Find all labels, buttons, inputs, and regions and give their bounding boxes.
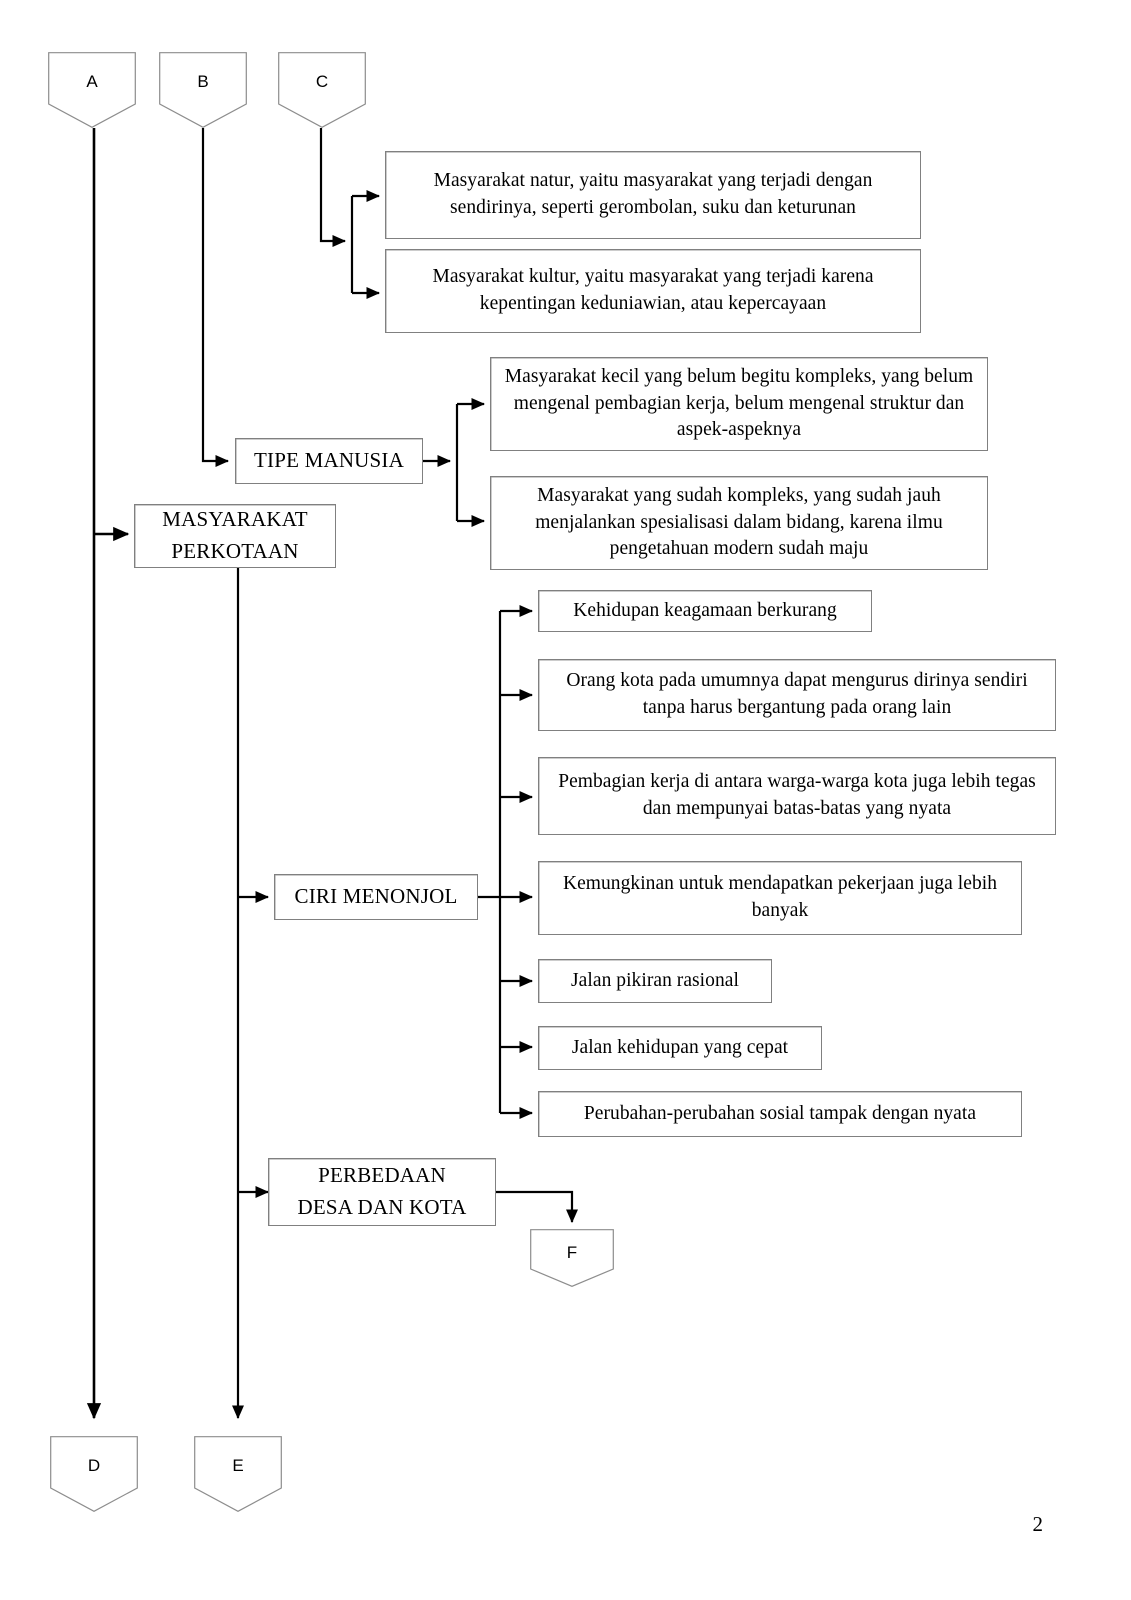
node-perbedaan-desa-dan-kota[interactable]: PERBEDAAN DESA DAN KOTA [268,1158,496,1226]
offpage-connector-e-label: E [232,1456,244,1475]
offpage-connector-b-label: B [197,72,209,91]
node-ciri-menonjol[interactable]: CIRI MENONJOL [274,874,478,920]
offpage-connector-d-label: D [87,1456,101,1475]
tipe-manusia-branch-box-1-label: Masyarakat kecil yang belum begitu kompl… [504,365,974,441]
node-tipe-manusia-label: TIPE MANUSIA [254,448,404,473]
node-masyarakat-perkotaan-label-line2: PERKOTAAN [171,539,299,563]
ciri-branch-box-7-label: Perubahan-perubahan sosial tampak dengan… [583,1102,977,1124]
offpage-connector-a-label: A [86,72,98,91]
ciri-branch-box-1[interactable]: Kehidupan keagamaan berkurang [538,590,872,632]
node-ciri-menonjol-label: CIRI MENONJOL [294,884,458,909]
node-tipe-manusia[interactable]: TIPE MANUSIA [235,438,423,484]
offpage-connector-e[interactable]: E [194,1436,282,1512]
shield-shape-icon [48,52,136,128]
c-branch-box-1[interactable]: Masyarakat natur, yaitu masyarakat yang … [385,151,921,239]
offpage-connector-b[interactable]: B [159,52,247,128]
tipe-manusia-branch-box-2-label: Masyarakat yang sudah kompleks, yang sud… [535,484,943,560]
ciri-branch-box-5-label: Jalan pikiran rasional [571,969,739,991]
ciri-branch-box-3[interactable]: Pembagian kerja di antara warga-warga ko… [538,757,1056,835]
c-branch-box-2-label: Masyarakat kultur, yaitu masyarakat yang… [432,266,874,314]
tipe-manusia-branch-box-1[interactable]: Masyarakat kecil yang belum begitu kompl… [490,357,988,451]
ciri-branch-box-4-label: Kemungkinan untuk mendapatkan pekerjaan … [562,873,998,921]
ciri-branch-box-5[interactable]: Jalan pikiran rasional [538,959,772,1003]
ciri-branch-box-6[interactable]: Jalan kehidupan yang cepat [538,1026,822,1070]
shield-shape-icon [530,1229,614,1287]
ciri-branch-box-3-label: Pembagian kerja di antara warga-warga ko… [558,771,1036,819]
node-masyarakat-perkotaan[interactable]: MASYARAKAT PERKOTAAN [134,504,336,568]
ciri-branch-box-6-label: Jalan kehidupan yang cepat [571,1036,789,1058]
node-perbedaan-label-line1: PERBEDAAN [318,1163,446,1188]
c-branch-box-2[interactable]: Masyarakat kultur, yaitu masyarakat yang… [385,249,921,333]
offpage-connector-f-label: F [566,1243,578,1262]
page-number: 2 [1032,1512,1044,1536]
ciri-branch-box-4[interactable]: Kemungkinan untuk mendapatkan pekerjaan … [538,861,1022,935]
ciri-branch-box-2-label: Orang kota pada umumnya dapat mengurus d… [566,670,1028,718]
shield-shape-icon [278,52,366,128]
ciri-branch-box-2[interactable]: Orang kota pada umumnya dapat mengurus d… [538,659,1056,731]
shield-shape-icon [159,52,247,128]
c-branch-box-1-label: Masyarakat natur, yaitu masyarakat yang … [433,170,873,218]
node-masyarakat-perkotaan-label-line1: MASYARAKAT [162,507,308,532]
ciri-branch-box-1-label: Kehidupan keagamaan berkurang [573,599,837,621]
offpage-connector-c[interactable]: C [278,52,366,128]
offpage-connector-f[interactable]: F [530,1229,614,1287]
shield-shape-icon [50,1436,138,1512]
tipe-manusia-branch-box-2[interactable]: Masyarakat yang sudah kompleks, yang sud… [490,476,988,570]
ciri-branch-box-7[interactable]: Perubahan-perubahan sosial tampak dengan… [538,1091,1022,1137]
offpage-connector-c-label: C [315,72,329,91]
offpage-connector-a[interactable]: A [48,52,136,128]
node-perbedaan-label-line2: DESA DAN KOTA [297,1195,467,1219]
offpage-connector-d[interactable]: D [50,1436,138,1512]
shield-shape-icon [194,1436,282,1512]
